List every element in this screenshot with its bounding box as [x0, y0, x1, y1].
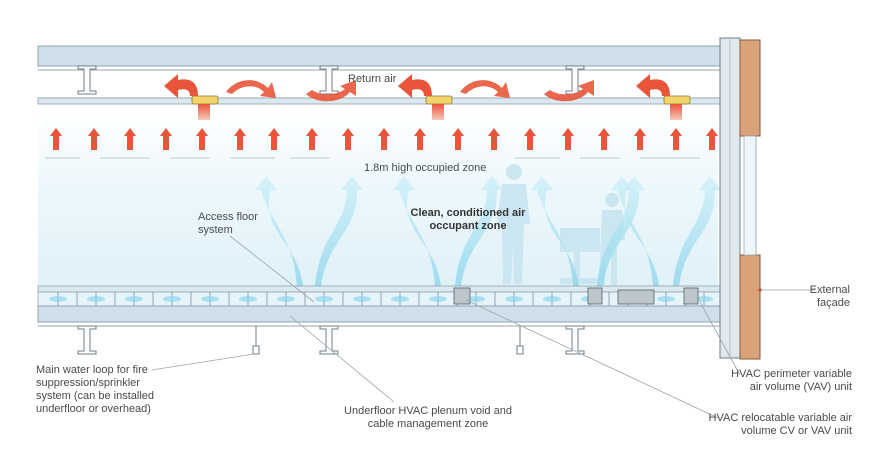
- access-floor: [37, 285, 721, 327]
- warm-air-arrow: [268, 128, 280, 150]
- clean-air-zone-label: Clean, conditioned air occupant zone: [410, 207, 526, 232]
- sprinkler-droppers: [252, 326, 524, 355]
- supply-air-arrow: [611, 176, 659, 286]
- perimeter-vav-label: HVAC perimeter variable air volume (VAV)…: [731, 368, 852, 393]
- relocatable-vav-label: HVAC relocatable variable air volume CV …: [708, 412, 852, 437]
- plenum-airflow: [163, 296, 181, 302]
- plenum-airflow: [125, 296, 143, 302]
- return-air-arrows: [164, 74, 670, 102]
- supply-air-arrow: [531, 176, 579, 286]
- warm-air-arrow: [524, 128, 536, 150]
- external-facade-label: External façade: [809, 284, 850, 309]
- access-floor-label: Access floor system: [198, 211, 258, 236]
- supply-air-arrow: [455, 176, 503, 286]
- plenum-airflow: [429, 296, 447, 302]
- water-loop-label: Main water loop for fire suppression/spr…: [36, 364, 154, 415]
- warm-air-arrow: [670, 128, 682, 150]
- plenum-airflow: [391, 296, 409, 302]
- supply-air-arrow: [315, 176, 363, 286]
- facade-column: [719, 37, 761, 360]
- supply-air-plumes: [255, 176, 721, 286]
- plenum-airflow: [87, 296, 105, 302]
- warm-air-arrow: [88, 128, 100, 150]
- plenum-label: Underfloor HVAC plenum void and cable ma…: [344, 405, 512, 430]
- occupied-zone-label: 1.8m high occupied zone: [364, 162, 487, 174]
- supply-air-arrow: [393, 176, 441, 286]
- warm-air-arrow: [160, 128, 172, 150]
- return-air-plumes: [198, 104, 682, 120]
- warm-air-arrow: [598, 128, 610, 150]
- warm-air-arrow: [488, 128, 500, 150]
- warm-air-arrow: [378, 128, 390, 150]
- floor-beams: [77, 325, 585, 355]
- warm-air-arrow: [562, 128, 574, 150]
- plenum-airflow: [543, 296, 561, 302]
- warm-air-arrow: [50, 128, 62, 150]
- supply-air-arrow: [597, 176, 645, 286]
- warm-air-arrow: [196, 128, 208, 150]
- plenum-airflow: [353, 296, 371, 302]
- warm-air-arrow: [452, 128, 464, 150]
- plenum-airflow: [657, 296, 675, 302]
- supply-air-arrow: [673, 176, 721, 286]
- warm-air-arrow: [414, 128, 426, 150]
- plenum-airflow: [277, 296, 295, 302]
- underfloor-units: [453, 287, 699, 305]
- warm-air-arrow: [342, 128, 354, 150]
- rising-warm-air-arrows: [50, 128, 718, 150]
- plenum-airflow: [201, 296, 219, 302]
- plenum-airflow: [49, 296, 67, 302]
- warm-air-arrow: [124, 128, 136, 150]
- plenum-airflow: [505, 296, 523, 302]
- warm-air-arrow: [706, 128, 718, 150]
- return-air-label: Return air: [348, 73, 397, 85]
- warm-air-arrow: [306, 128, 318, 150]
- plenum-airflow: [695, 296, 713, 302]
- leader-lines: [151, 235, 815, 419]
- plenum-airflow: [315, 296, 333, 302]
- plenum-airflow: [239, 296, 257, 302]
- warm-air-arrow: [634, 128, 646, 150]
- plenum-airflow: [467, 296, 485, 302]
- supply-air-arrow: [255, 176, 303, 286]
- warm-air-arrow: [234, 128, 246, 150]
